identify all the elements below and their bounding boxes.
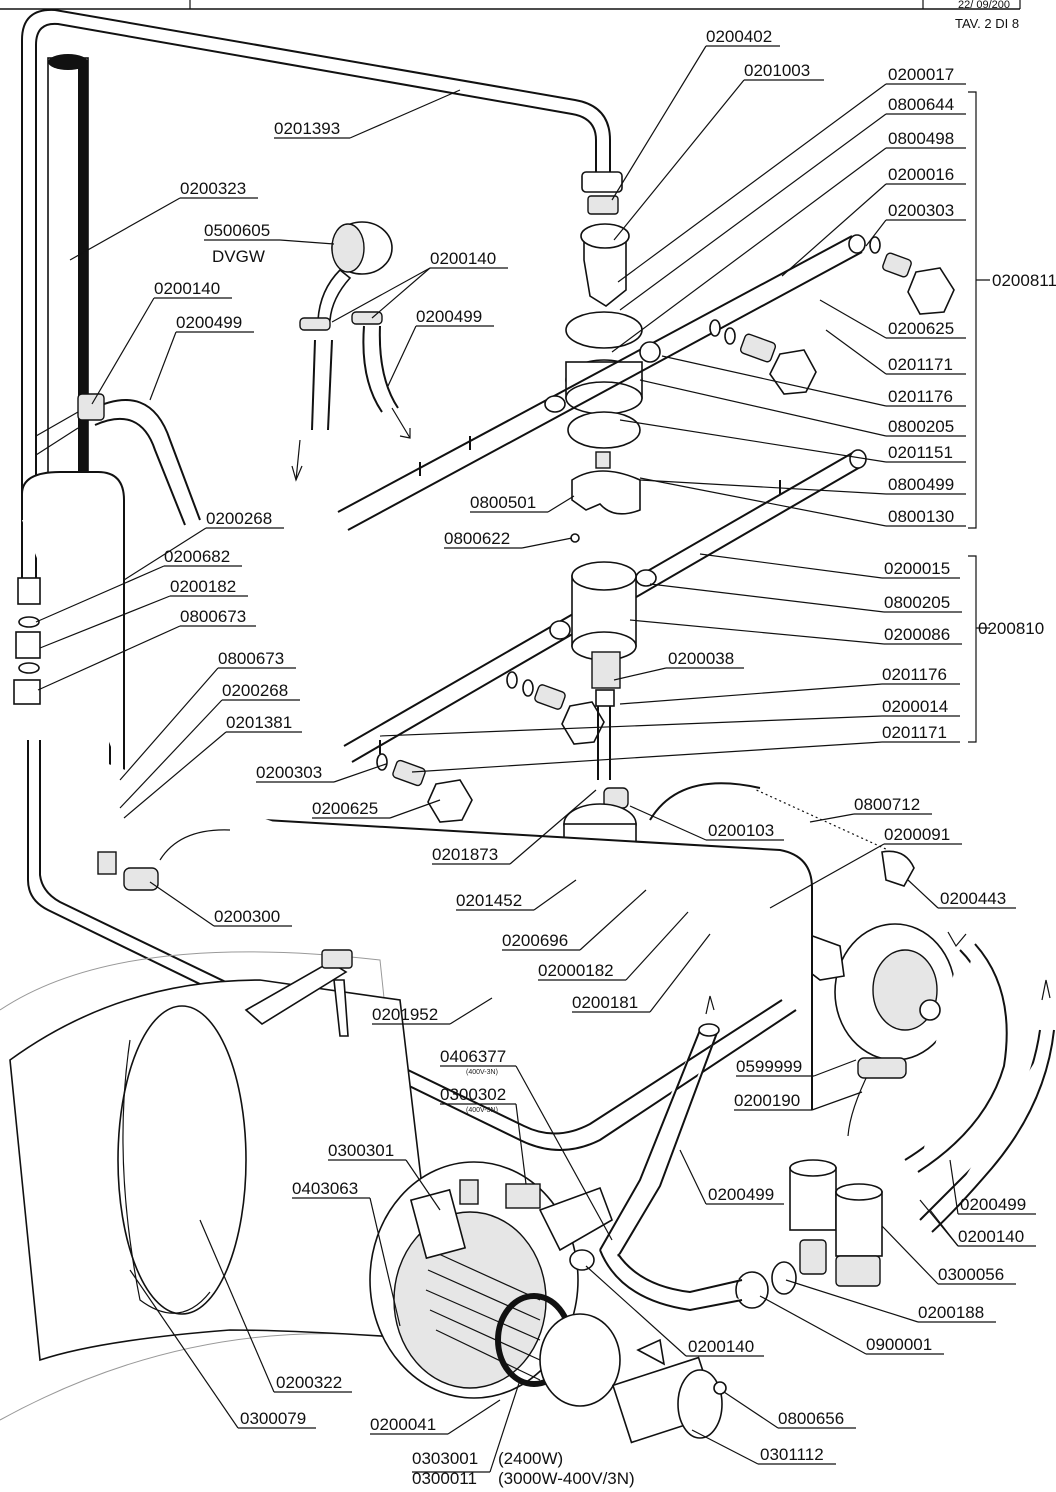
- callout-0200182: 0200182: [170, 577, 236, 596]
- callout-dvgw: DVGW: [212, 247, 265, 266]
- callout-0200322: 0200322: [276, 1373, 342, 1392]
- callout-0200091: 0200091: [884, 825, 950, 844]
- callout-0200499: 0200499: [708, 1185, 774, 1204]
- callout-0200303: 0200303: [888, 201, 954, 220]
- callout-0200402: 0200402: [706, 27, 772, 46]
- callout-0800712: 0800712: [854, 795, 920, 814]
- callout-0200499: 0200499: [960, 1195, 1026, 1214]
- callout-0200041: 0200041: [370, 1415, 436, 1434]
- callout-0300302-note: (400V-3N): [466, 1107, 498, 1114]
- callout-0300011-note: (3000W-400V/3N): [498, 1469, 635, 1488]
- callout-0800499: 0800499: [888, 475, 954, 494]
- callout-0800644: 0800644: [888, 95, 954, 114]
- callout-0403063: 0403063: [292, 1179, 358, 1198]
- callout-0200190: 0200190: [734, 1091, 800, 1110]
- callout-0200140: 0200140: [154, 279, 220, 298]
- title-block: 22/ 09/200 TAV. 2 DI 8: [0, 0, 1021, 31]
- callout-0300056: 0300056: [938, 1265, 1004, 1284]
- callout-0300301: 0300301: [328, 1141, 394, 1160]
- callout-0201176: 0201176: [888, 387, 953, 406]
- callout-0200016: 0200016: [888, 165, 954, 184]
- date-fragment: 22/ 09/200: [958, 0, 1010, 11]
- callout-0200017: 0200017: [888, 65, 954, 84]
- callout-0201381: 0201381: [226, 713, 292, 732]
- callout-02000182: 02000182: [538, 961, 614, 980]
- callout-0200188: 0200188: [918, 1303, 984, 1322]
- callout-0300302: 0300302: [440, 1085, 506, 1104]
- callout-0201176: 0201176: [882, 665, 947, 684]
- callout-0200499: 0200499: [176, 313, 242, 332]
- callout-0200682: 0200682: [164, 547, 230, 566]
- callout-0201393: 0201393: [274, 119, 340, 138]
- callout-0200268: 0200268: [206, 509, 272, 528]
- callout-0200625: 0200625: [312, 799, 378, 818]
- leader-lines: [35, 45, 1036, 1473]
- callout-0201952: 0201952: [372, 1005, 438, 1024]
- callout-0200268: 0200268: [222, 681, 288, 700]
- callout-0200140: 0200140: [430, 249, 496, 268]
- callout-0200303: 0200303: [256, 763, 322, 782]
- callout-0800498: 0800498: [888, 129, 954, 148]
- callout-labels: 0200402 0201003 0200017 0800644 0800498 …: [154, 27, 1056, 1488]
- sheet-reference: TAV. 2 DI 8: [955, 16, 1019, 31]
- callout-0303001: 0303001: [412, 1449, 478, 1468]
- callout-0800656: 0800656: [778, 1409, 844, 1428]
- callout-0800130: 0800130: [888, 507, 954, 526]
- heating-element: [425, 1249, 541, 1381]
- callout-0200696: 0200696: [502, 931, 568, 950]
- callout-0201873: 0201873: [432, 845, 498, 864]
- callout-0200810: 0200810: [978, 619, 1044, 638]
- callout-0800501: 0800501: [470, 493, 536, 512]
- callout-0201171: 0201171: [888, 355, 953, 374]
- callout-0200323: 0200323: [180, 179, 246, 198]
- callout-0200443: 0200443: [940, 889, 1006, 908]
- callout-0200625: 0200625: [888, 319, 954, 338]
- callout-0200140: 0200140: [958, 1227, 1024, 1246]
- callout-0800205: 0800205: [884, 593, 950, 612]
- callout-0300011: 0300011: [412, 1469, 477, 1488]
- callout-0800622: 0800622: [444, 529, 510, 548]
- callout-0900001: 0900001: [866, 1335, 932, 1354]
- callout-0200140: 0200140: [688, 1337, 754, 1356]
- callout-0200499: 0200499: [416, 307, 482, 326]
- callout-0200811: 0200811: [992, 271, 1056, 290]
- callout-0800673: 0800673: [180, 607, 246, 626]
- callout-0200181: 0200181: [572, 993, 638, 1012]
- drawing: [0, 8, 1055, 1444]
- callout-0200086: 0200086: [884, 625, 950, 644]
- callout-0406377-note: (400V-3N): [466, 1069, 498, 1076]
- callout-0200014: 0200014: [882, 697, 948, 716]
- callout-0201171: 0201171: [882, 723, 947, 742]
- callout-0200015: 0200015: [884, 559, 950, 578]
- callout-0201452: 0201452: [456, 891, 522, 910]
- callout-0200103: 0200103: [708, 821, 774, 840]
- callout-0200038: 0200038: [668, 649, 734, 668]
- callout-0201003: 0201003: [744, 61, 810, 80]
- callout-0800205: 0800205: [888, 417, 954, 436]
- callout-0200300: 0200300: [214, 907, 280, 926]
- callout-0201151: 0201151: [888, 443, 953, 462]
- callout-0301112: 0301112: [760, 1445, 824, 1464]
- callout-0599999: 0599999: [736, 1057, 802, 1076]
- callout-0406377: 0406377: [440, 1047, 506, 1066]
- callout-0303001-note: (2400W): [498, 1449, 563, 1468]
- callout-0500605: 0500605: [204, 221, 270, 240]
- callout-0800673: 0800673: [218, 649, 284, 668]
- callout-0300079: 0300079: [240, 1409, 306, 1428]
